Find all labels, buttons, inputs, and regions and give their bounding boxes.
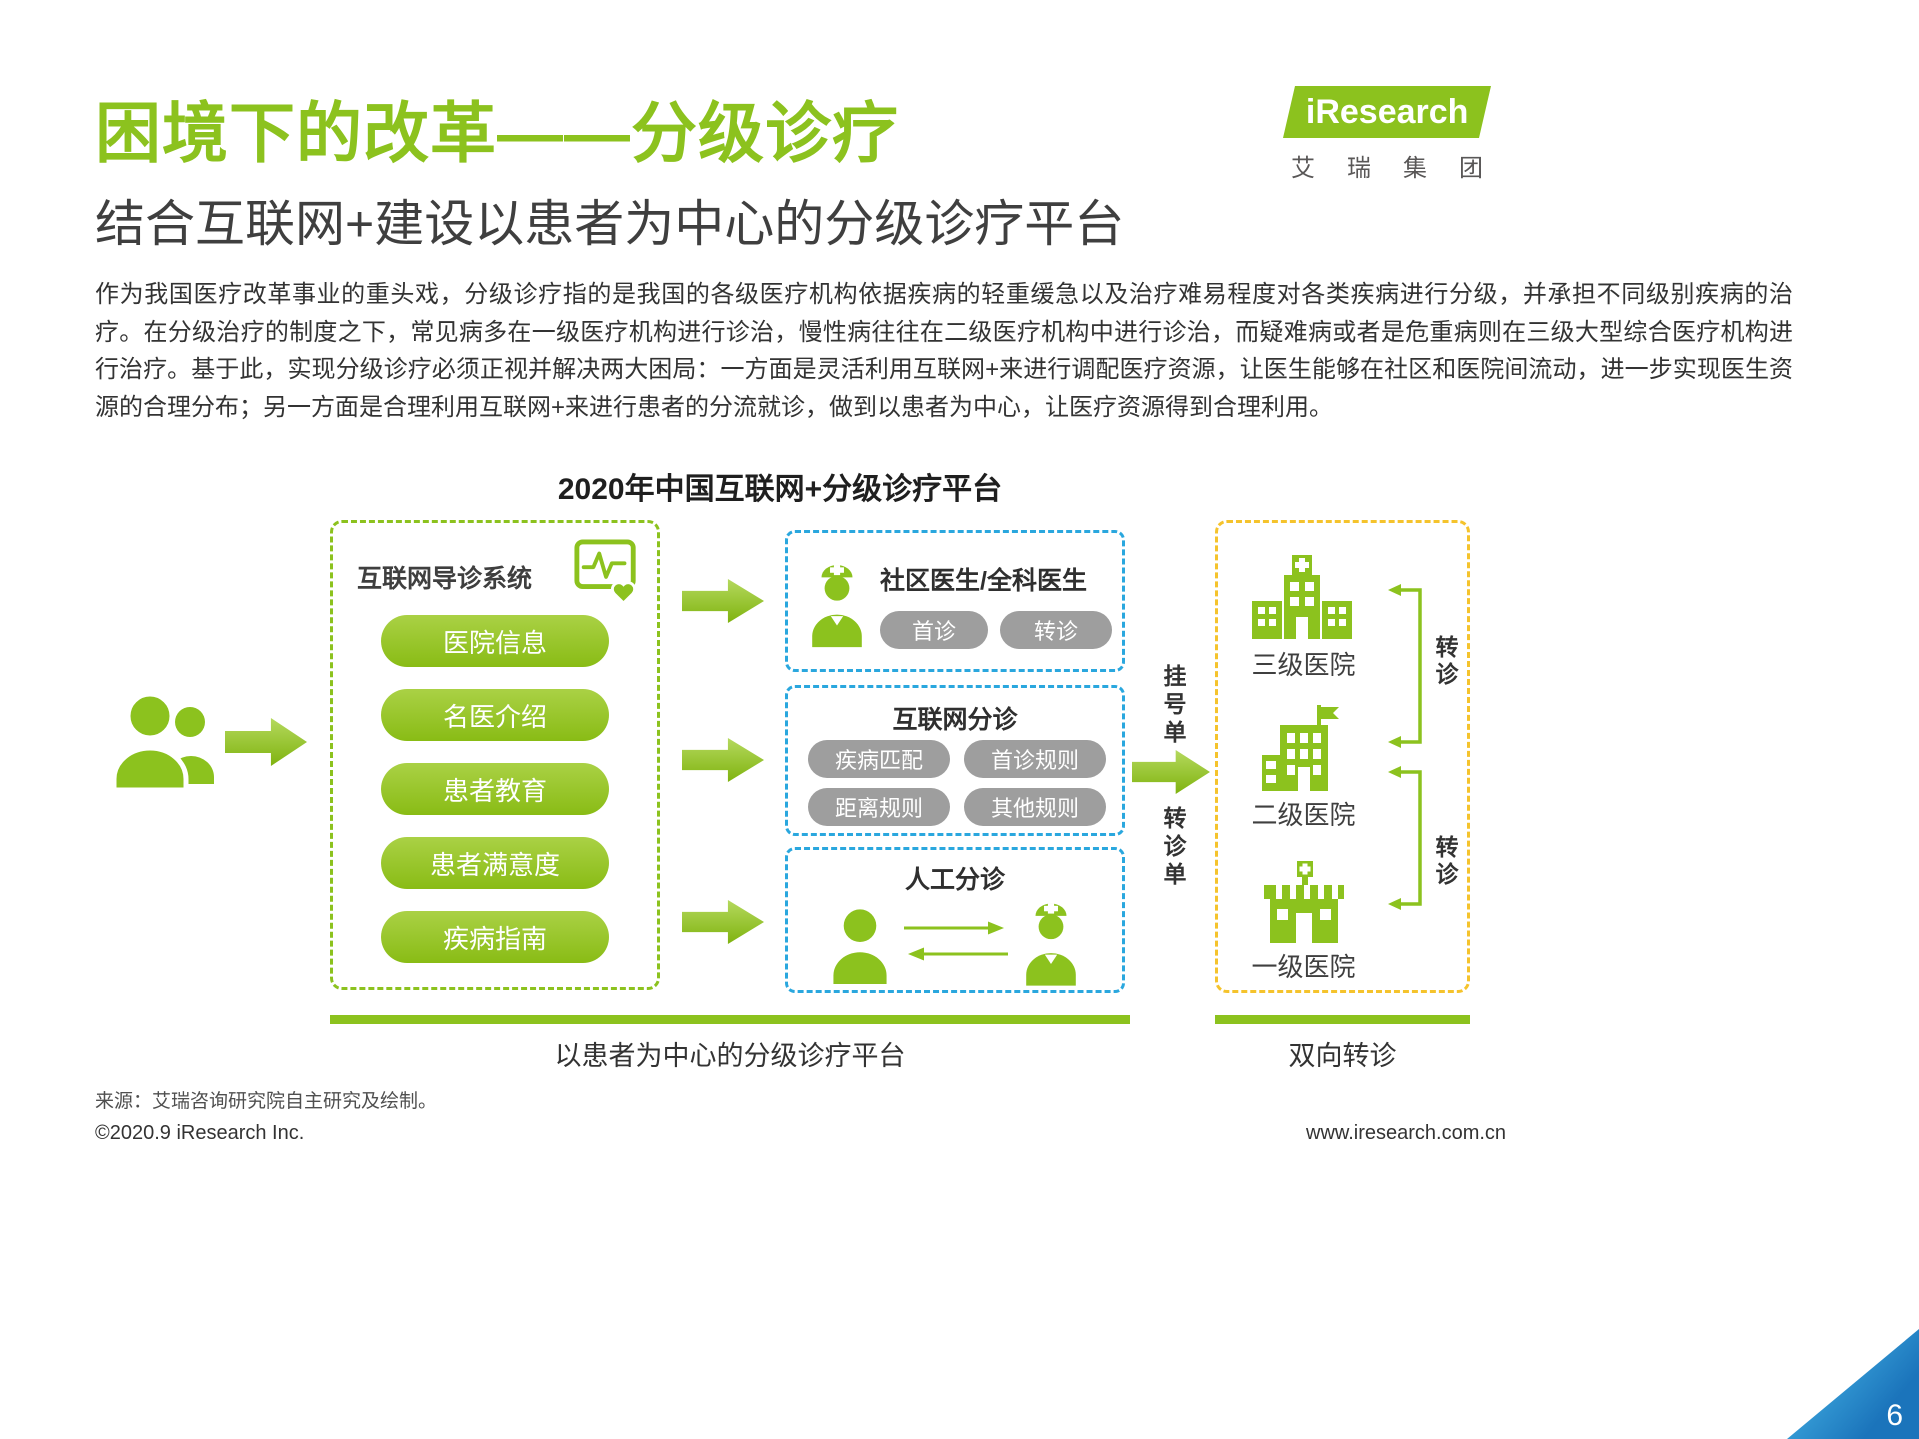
flow-arrow-to-community — [682, 579, 764, 623]
flow-arrow-to-manual-triage — [682, 900, 764, 944]
guide-item-pill: 患者满意度 — [381, 837, 609, 889]
intro-paragraph: 作为我国医疗改革事业的重头戏，分级诊疗指的是我国的各级医疗机构依据疾病的轻重缓急… — [95, 281, 1793, 421]
community-tag-pill: 首诊 — [880, 611, 988, 649]
hospital-tier3-label: 三级医院 — [1251, 650, 1356, 680]
manual-triage-title: 人工分诊 — [904, 866, 1005, 894]
patient-group-icon — [110, 688, 222, 801]
twoway-underline-bar — [1215, 1015, 1470, 1024]
flow-arrow-patient-to-guide — [225, 718, 307, 766]
flow-arrow-to-hospitals — [1132, 750, 1210, 794]
guide-item-pill: 疾病指南 — [381, 911, 609, 963]
iresearch-logo: iResearch 艾瑞集团 — [1282, 86, 1492, 196]
platform-caption: 以患者为中心的分级诊疗平台 — [554, 1041, 906, 1071]
source-note: 来源：艾瑞咨询研究院自主研究及绘制。 — [95, 1091, 438, 1112]
hospital-tier3-icon — [1246, 555, 1358, 646]
triage-tag-pill: 其他规则 — [964, 788, 1106, 826]
community-doctor-panel: 社区医生/全科医生 首诊 转诊 — [785, 530, 1125, 672]
guide-item-pill: 名医介绍 — [381, 689, 609, 741]
internet-triage-title: 互联网分诊 — [892, 706, 1018, 734]
page-number: 6 — [1886, 1399, 1903, 1432]
referral-label: 转诊 — [1432, 835, 1458, 889]
community-tag-pill: 转诊 — [1000, 611, 1112, 649]
page-corner-decoration: 6 — [1787, 1329, 1919, 1439]
referral-label: 转诊 — [1432, 635, 1458, 689]
guide-item-pill: 患者教育 — [381, 763, 609, 815]
footer-copyright: ©2020.9 iResearch Inc. — [95, 1122, 305, 1144]
page-title: 困境下的改革——分级诊疗 — [95, 96, 899, 170]
monitor-pulse-icon — [573, 537, 641, 612]
patient-icon — [830, 904, 890, 991]
triage-tag-pill: 距离规则 — [808, 788, 950, 826]
triage-tag-pill: 首诊规则 — [964, 740, 1106, 778]
hospital-tier1-label: 一级医院 — [1251, 952, 1356, 982]
logo-banner: iResearch — [1282, 86, 1492, 138]
page-subtitle: 结合互联网+建设以患者为中心的分级诊疗平台 — [95, 196, 1125, 252]
hospital-tier1-icon — [1256, 861, 1352, 948]
doctor-icon — [806, 557, 868, 654]
logo-brand-text: iResearch — [1305, 92, 1469, 131]
footer-website: www.iresearch.com.cn — [1306, 1122, 1507, 1144]
doctor-icon — [1020, 894, 1082, 994]
manual-triage-panel: 人工分诊 — [785, 847, 1125, 993]
referral-slip-label: 转诊单 — [1160, 806, 1186, 890]
logo-brand-cn: 艾瑞集团 — [1291, 155, 1515, 182]
internet-triage-panel: 互联网分诊 疾病匹配 首诊规则 距离规则 其他规则 — [785, 685, 1125, 836]
diagram-title: 2020年中国互联网+分级诊疗平台 — [557, 473, 1003, 506]
hospital-tier2-label: 二级医院 — [1251, 800, 1356, 830]
twoway-caption: 双向转诊 — [1288, 1041, 1397, 1071]
hospitals-panel: 三级医院 二级医院 — [1215, 520, 1470, 993]
triage-tag-pill: 疾病匹配 — [808, 740, 950, 778]
guide-item-pill: 医院信息 — [381, 615, 609, 667]
referral-bracket-arrow-top — [1386, 581, 1432, 756]
community-doctor-title: 社区医生/全科医生 — [880, 567, 1087, 595]
referral-bracket-arrow-bottom — [1386, 763, 1432, 918]
platform-underline-bar — [330, 1015, 1130, 1024]
guide-system-panel: 互联网导诊系统 医院信息 名医介绍 患者教育 患者满意度 疾病指南 — [330, 520, 660, 990]
exchange-arrows-icon — [900, 916, 1012, 971]
hospital-tier2-icon — [1254, 705, 1354, 796]
flow-arrow-to-internet-triage — [682, 738, 764, 782]
guide-system-title: 互联网导诊系统 — [357, 565, 533, 593]
registration-slip-label: 挂号单 — [1160, 664, 1186, 748]
